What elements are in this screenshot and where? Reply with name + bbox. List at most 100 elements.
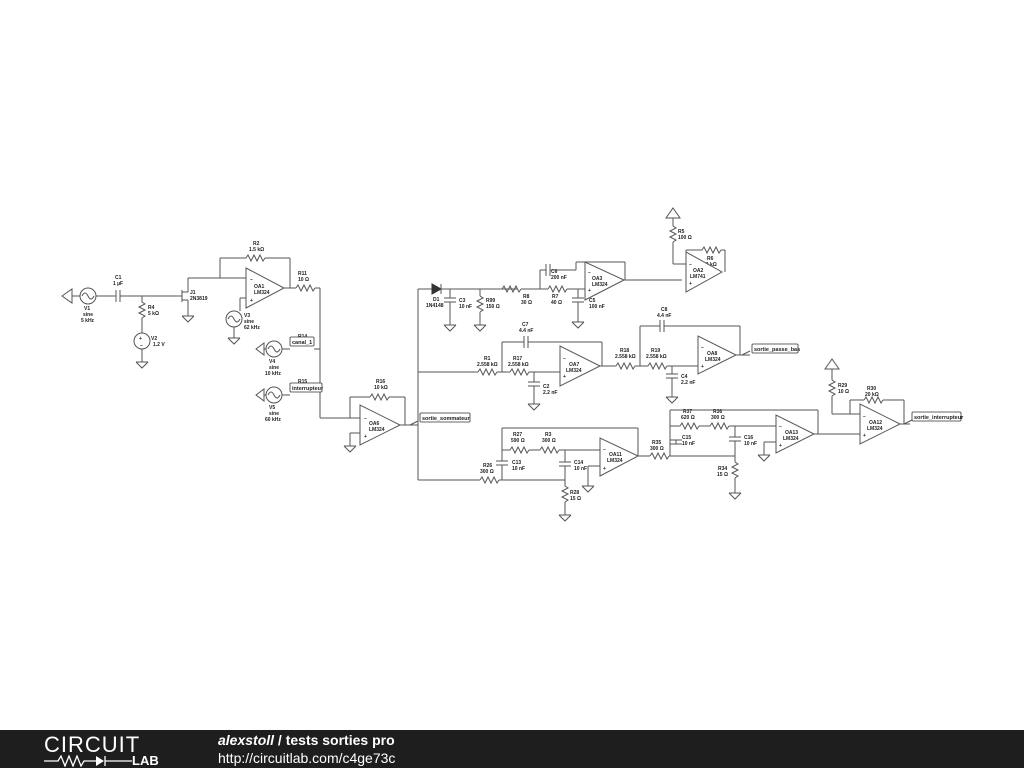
capacitor-c3[interactable]: C3 10 nF <box>444 297 472 310</box>
ground-v2 <box>135 361 149 369</box>
resistor-r35[interactable]: R35 300 Ω <box>649 440 670 461</box>
resistor-r17[interactable]: R17 2.558 kΩ <box>508 356 530 377</box>
value-j1: 2N3819 <box>190 296 208 302</box>
capacitor-c7[interactable]: C7 4.4 nF <box>519 322 533 348</box>
capacitor-c8[interactable]: C8 4.4 nF <box>657 307 671 332</box>
resistor-r99[interactable]: R99 150 Ω <box>475 295 500 313</box>
opamp-oa3[interactable]: − + OA3 LM324 <box>584 261 626 301</box>
resistor-r27[interactable]: R27 590 Ω <box>509 432 530 455</box>
source-v2[interactable]: + − V2 1.2 V <box>133 332 165 350</box>
net-sortie-passe-bas[interactable]: sortie_passe_bas <box>741 343 800 356</box>
resistor-r5[interactable]: R5 100 Ω <box>668 225 692 243</box>
capacitor-c15[interactable]: C15 10 nF <box>670 435 695 447</box>
opamp-oa13[interactable]: − + OA13 LM324 <box>775 414 816 454</box>
svg-text:+: + <box>588 288 591 294</box>
resistor-r29[interactable]: R29 10 Ω <box>827 379 849 397</box>
svg-text:−: − <box>250 277 253 283</box>
resistor-r4[interactable]: R4 5 kΩ <box>137 301 159 319</box>
value-c15: 10 nF <box>682 441 695 447</box>
value-v3: 62 kHz <box>244 325 260 331</box>
resistor-r2[interactable]: R2 1.5 kΩ <box>245 241 266 263</box>
resistor-r8[interactable]: R8 30 Ω <box>501 284 532 306</box>
label-r16: R16 <box>376 379 385 385</box>
capacitor-c4[interactable]: C4 2.2 nF <box>666 373 695 386</box>
resistor-r34[interactable]: R34 15 Ω <box>717 461 740 479</box>
value-v2: 1.2 V <box>153 342 165 348</box>
label-r30: R30 <box>867 386 876 392</box>
ground-r28 <box>558 514 572 522</box>
resistor-r28[interactable]: R28 15 Ω <box>560 485 581 503</box>
value-oa12: LM324 <box>867 426 883 432</box>
opamp-oa6[interactable]: − + OA6 LM324 <box>359 404 402 446</box>
resistor-r36[interactable]: R36 300 Ω <box>709 409 730 431</box>
author-link[interactable]: alexstoll <box>218 732 275 748</box>
type-v1: sine <box>83 312 93 318</box>
net-canal-1[interactable]: canal_1 <box>289 336 315 347</box>
value-r1: 2.558 kΩ <box>477 362 498 368</box>
net-interrupteur[interactable]: interrupteur <box>289 382 324 393</box>
label-oa11: OA11 <box>609 452 622 458</box>
value-c13: 10 nF <box>512 466 525 472</box>
schematic-canvas[interactable]: V1 sine 5 kHz C1 1 µF R4 5 kΩ + − V2 1.2… <box>0 0 1024 730</box>
resistor-r11[interactable]: R11 10 Ω <box>295 271 316 293</box>
resistor-r30[interactable]: R30 20 kΩ <box>863 386 884 405</box>
net-label-sortie-passe-bas: sortie_passe_bas <box>754 347 800 353</box>
diode-d1[interactable]: D1 1N4148 <box>426 283 444 309</box>
opamp-oa8[interactable]: − + OA8 LM324 <box>697 335 738 375</box>
resistor-r1[interactable]: R1 2.558 kΩ <box>477 356 498 377</box>
project-url[interactable]: http://circuitlab.com/c4ge73c <box>218 750 396 766</box>
label-d1: D1 <box>433 297 440 303</box>
opamp-oa12[interactable]: − + OA12 LM324 <box>859 403 902 445</box>
net-label-canal-1: canal_1 <box>292 340 312 346</box>
capacitor-c13[interactable]: C13 10 nF <box>496 460 525 472</box>
capacitor-c16[interactable]: C16 10 nF <box>729 435 757 447</box>
type-v5: sine <box>269 411 279 417</box>
capacitor-c1[interactable]: C1 1 µF <box>113 275 123 302</box>
resistor-r19[interactable]: R19 2.558 kΩ <box>646 348 668 371</box>
label-r17: R17 <box>513 356 522 362</box>
value-oa1: LM324 <box>254 290 270 296</box>
value-v5: 60 kHz <box>265 417 281 423</box>
ground-v1 <box>61 288 73 304</box>
opamp-oa1[interactable]: − + OA1 LM324 <box>245 267 286 309</box>
svg-text:+: + <box>250 298 253 304</box>
source-v4[interactable]: V4 sine 10 kHz <box>265 340 283 377</box>
net-sortie-sommateur[interactable]: sortie_sommateur <box>409 412 471 426</box>
resistor-r7[interactable]: R7 40 Ω <box>547 284 568 306</box>
value-r16: 10 kΩ <box>374 385 388 391</box>
ground-v3 <box>227 337 241 345</box>
opamp-oa11[interactable]: − + OA11 LM324 <box>599 437 640 477</box>
project-title[interactable]: tests sorties pro <box>285 732 395 748</box>
resistor-r16[interactable]: R16 10 kΩ <box>369 379 390 402</box>
capacitor-c14[interactable]: C14 10 nF <box>559 460 587 472</box>
logo-waveform-icon <box>44 755 132 767</box>
capacitor-c5[interactable]: C5 100 nF <box>572 297 605 310</box>
value-c4: 2.2 nF <box>681 380 695 386</box>
capacitor-c6[interactable]: C6 200 nF <box>545 264 567 281</box>
label-r36: R36 <box>713 409 722 415</box>
source-v5[interactable]: V5 sine 60 kHz <box>265 386 283 423</box>
opamp-oa2[interactable]: − + OA2 LM741 <box>685 251 724 293</box>
resistor-r18[interactable]: R18 2.558 kΩ <box>615 348 636 371</box>
svg-text:+: + <box>563 374 566 380</box>
value-oa2: LM741 <box>690 274 706 280</box>
net-label-sortie-sommateur: sortie_sommateur <box>422 416 471 422</box>
value-r37: 620 Ω <box>681 415 695 421</box>
jfet-j1[interactable]: J1 2N3819 <box>181 290 208 302</box>
label-oa3: OA3 <box>592 276 603 282</box>
opamp-oa7[interactable]: − + OA7 LM324 <box>559 345 602 387</box>
resistor-r37[interactable]: R37 620 Ω <box>679 409 700 431</box>
value-r3: 300 Ω <box>542 438 556 444</box>
source-v3[interactable]: V3 sine 62 kHz <box>225 310 260 331</box>
ground-oa11 <box>581 485 595 493</box>
label-r37: R37 <box>683 409 692 415</box>
resistor-r3[interactable]: R3 300 Ω <box>539 432 560 455</box>
circuitlab-logo[interactable]: CIRCUIT LAB <box>44 732 174 768</box>
source-v1[interactable]: V1 sine 5 kHz <box>79 287 97 324</box>
value-oa7: LM324 <box>566 368 582 374</box>
capacitor-c2[interactable]: C2 2.2 nF <box>528 381 557 396</box>
resistor-r26[interactable]: R26 300 Ω <box>479 463 500 485</box>
value-r19: 2.558 kΩ <box>646 354 667 360</box>
label-r29: R29 <box>838 383 847 389</box>
net-sortie-interrupteur[interactable]: sortie_interrupteur <box>903 411 964 425</box>
